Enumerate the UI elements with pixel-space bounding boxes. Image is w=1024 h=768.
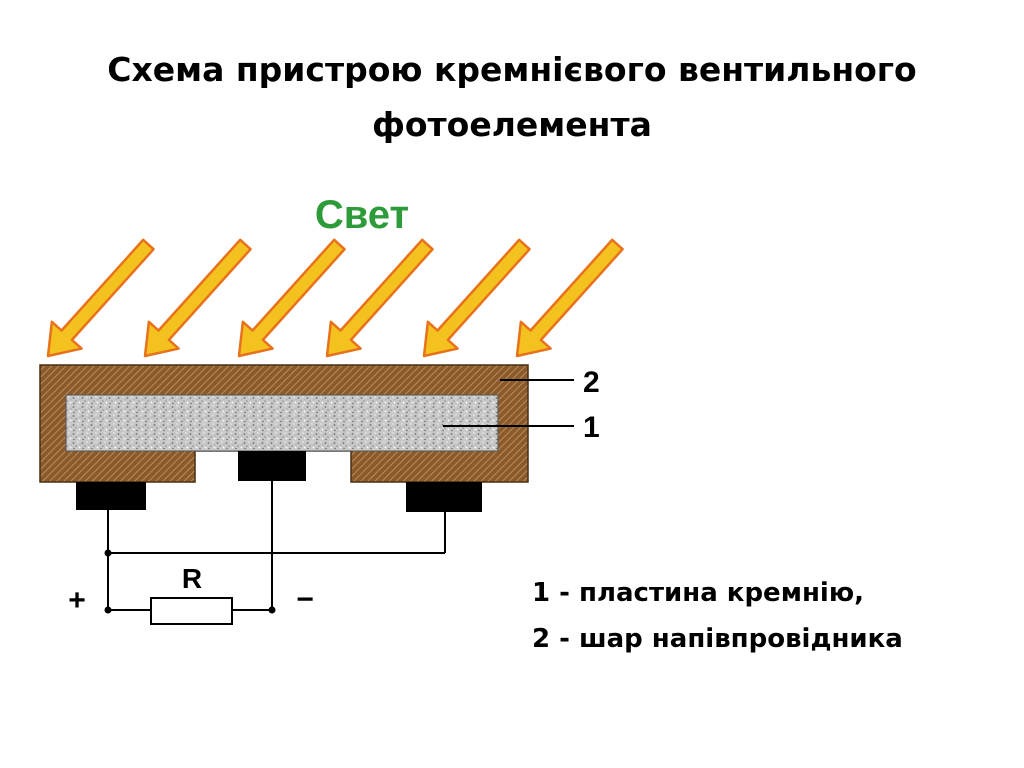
silicon-plate [65, 394, 499, 452]
light-arrow-icon [237, 238, 346, 358]
light-arrow-icon [143, 238, 252, 358]
light-arrows [46, 238, 624, 358]
plus-sign: + [68, 584, 86, 617]
title-line-2: фотоелемента [372, 105, 652, 144]
legend-item-layer: 2 - шар напівпровідника [532, 624, 903, 654]
junction-dot [104, 549, 112, 557]
minus-sign: − [296, 583, 314, 616]
light-arrow-icon [46, 238, 155, 358]
junction-dot [268, 606, 276, 614]
resistor-label: R [182, 563, 202, 594]
plate-number-label: 1 [583, 411, 600, 444]
light-arrow-icon [515, 238, 624, 358]
circuit-wires [107, 481, 446, 611]
layer-number-label: 2 [583, 366, 600, 399]
light-arrow-icon [422, 238, 531, 358]
resistor [150, 597, 233, 625]
junction-dot [104, 606, 112, 614]
left-contact [76, 482, 146, 510]
legend: 1 - пластина кремнію, 2 - шар напівпрові… [532, 570, 903, 662]
legend-item-plate: 1 - пластина кремнію, [532, 578, 864, 608]
middle-contact [238, 451, 306, 481]
page-title: Схема пристрою кремнієвого вентильного ф… [0, 42, 1024, 152]
title-line-1: Схема пристрою кремнієвого вентильного [107, 50, 917, 89]
light-label: Свет [315, 193, 409, 237]
right-contact [406, 482, 482, 512]
light-arrow-icon [325, 238, 434, 358]
